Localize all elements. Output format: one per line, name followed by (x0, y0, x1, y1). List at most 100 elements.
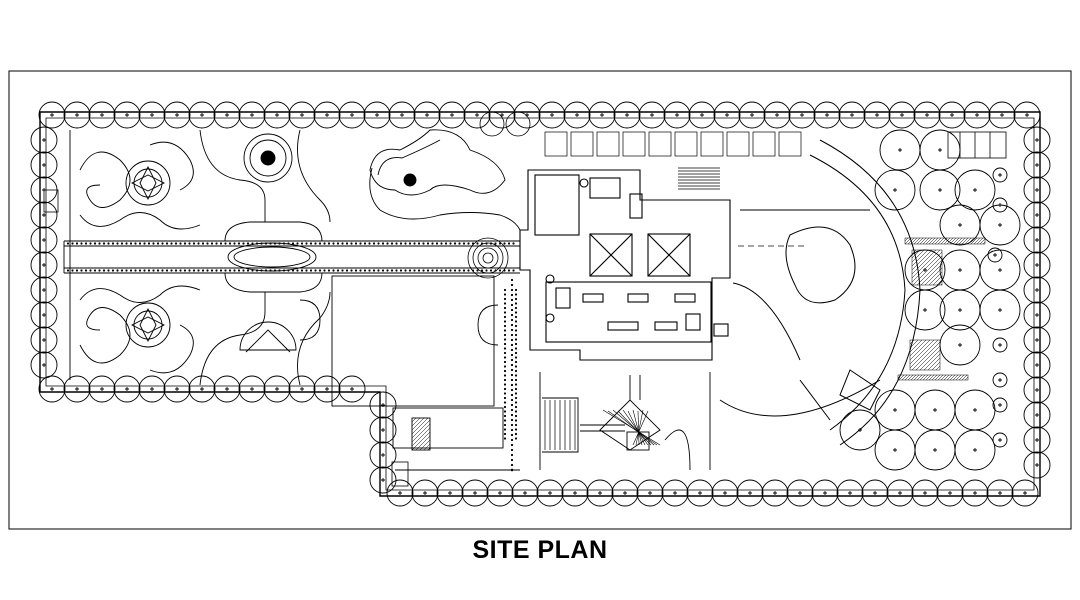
tree-canopy-icon (263, 375, 291, 403)
tree-canopy-icon (369, 416, 397, 444)
drawing-frame (8, 70, 1072, 530)
tree-canopy-icon (874, 389, 916, 431)
tree-canopy-icon (488, 101, 516, 129)
tree-canopy-icon (904, 249, 946, 291)
tree-canopy-icon (861, 479, 889, 507)
tree-canopy-icon (138, 101, 166, 129)
tree-canopy-icon (238, 101, 266, 129)
tree-canopy-icon (939, 249, 981, 291)
tree-canopy-icon (763, 101, 791, 129)
tree-canopy-icon (936, 479, 964, 507)
tree-canopy-icon (711, 479, 739, 507)
tree-canopy-icon (954, 169, 996, 211)
formal-garden-axis (63, 221, 520, 293)
tree-canopy-icon (992, 337, 1008, 353)
tree-canopy-icon (513, 101, 541, 129)
tree-canopy-icon (63, 101, 91, 129)
tree-canopy-icon (411, 479, 439, 507)
tree-canopy-icon (979, 249, 1021, 291)
tree-canopy-icon (438, 101, 466, 129)
tree-canopy-icon (961, 479, 989, 507)
tree-canopy-icon (369, 466, 397, 494)
east-tree-grove (839, 129, 1021, 471)
tree-canopy-icon (811, 479, 839, 507)
tree-canopy-icon (954, 429, 996, 471)
tree-canopy-icon (886, 479, 914, 507)
central-lawn (299, 275, 520, 471)
perimeter-tree-row (30, 101, 1051, 507)
tree-canopy-icon (919, 169, 961, 211)
tree-canopy-icon (1023, 276, 1051, 304)
hedge-dots (66, 242, 518, 472)
tree-canopy-icon (30, 276, 58, 304)
tree-canopy-icon (436, 479, 464, 507)
tree-canopy-icon (863, 101, 891, 129)
tree-canopy-icon (813, 101, 841, 129)
tree-canopy-icon (713, 101, 741, 129)
tree-canopy-icon (1023, 326, 1051, 354)
tree-canopy-icon (188, 101, 216, 129)
tree-canopy-icon (786, 479, 814, 507)
parking-bays (544, 131, 804, 247)
tree-canopy-icon (338, 101, 366, 129)
tree-canopy-icon (879, 129, 921, 171)
main-building (519, 169, 731, 361)
tree-canopy-icon (986, 479, 1014, 507)
tree-canopy-icon (1023, 451, 1051, 479)
tree-canopy-icon (686, 479, 714, 507)
tree-canopy-icon (138, 375, 166, 403)
tree-canopy-icon (213, 375, 241, 403)
tree-canopy-icon (30, 226, 58, 254)
tree-canopy-icon (914, 389, 956, 431)
pavilion-hatch (602, 409, 661, 446)
tree-canopy-icon (338, 375, 366, 403)
tree-canopy-icon (38, 101, 66, 129)
tree-canopy-icon (1023, 251, 1051, 279)
tree-canopy-icon (511, 479, 539, 507)
tree-canopy-icon (1023, 126, 1051, 154)
tree-canopy-icon (113, 101, 141, 129)
tree-canopy-icon (288, 101, 316, 129)
tree-canopy-icon (386, 479, 414, 507)
tree-canopy-icon (992, 372, 1008, 388)
tree-canopy-icon (288, 375, 316, 403)
tree-canopy-icon (561, 479, 589, 507)
ornamental-parterres (79, 141, 201, 374)
tree-canopy-icon (688, 101, 716, 129)
tree-canopy-icon (736, 479, 764, 507)
tree-canopy-icon (963, 101, 991, 129)
tree-canopy-icon (761, 479, 789, 507)
tree-canopy-icon (954, 389, 996, 431)
tree-canopy-icon (163, 375, 191, 403)
tree-canopy-icon (611, 479, 639, 507)
tree-canopy-icon (939, 324, 981, 366)
tree-canopy-icon (363, 101, 391, 129)
tree-canopy-icon (874, 429, 916, 471)
tree-canopy-icon (1023, 226, 1051, 254)
misc-features (43, 111, 1007, 487)
tree-canopy-icon (1023, 426, 1051, 454)
tree-canopy-icon (919, 129, 961, 171)
tree-canopy-icon (38, 375, 66, 403)
tree-canopy-icon (486, 479, 514, 507)
tree-canopy-icon (30, 326, 58, 354)
tree-canopy-icon (1011, 479, 1039, 507)
tree-canopy-icon (613, 101, 641, 129)
tree-canopy-icon (661, 479, 689, 507)
tree-canopy-icon (388, 101, 416, 129)
tree-canopy-icon (788, 101, 816, 129)
tree-canopy-icon (1023, 201, 1051, 229)
tree-canopy-icon (904, 289, 946, 331)
planting-beds (411, 237, 986, 451)
tree-canopy-icon (586, 479, 614, 507)
tree-canopy-icon (1023, 176, 1051, 204)
tree-canopy-icon (30, 301, 58, 329)
tree-canopy-icon (663, 101, 691, 129)
tree-canopy-icon (888, 101, 916, 129)
tree-canopy-icon (88, 101, 116, 129)
tree-canopy-icon (992, 397, 1008, 413)
tree-canopy-icon (979, 289, 1021, 331)
tree-canopy-icon (30, 151, 58, 179)
tree-canopy-icon (188, 375, 216, 403)
tree-canopy-icon (836, 479, 864, 507)
